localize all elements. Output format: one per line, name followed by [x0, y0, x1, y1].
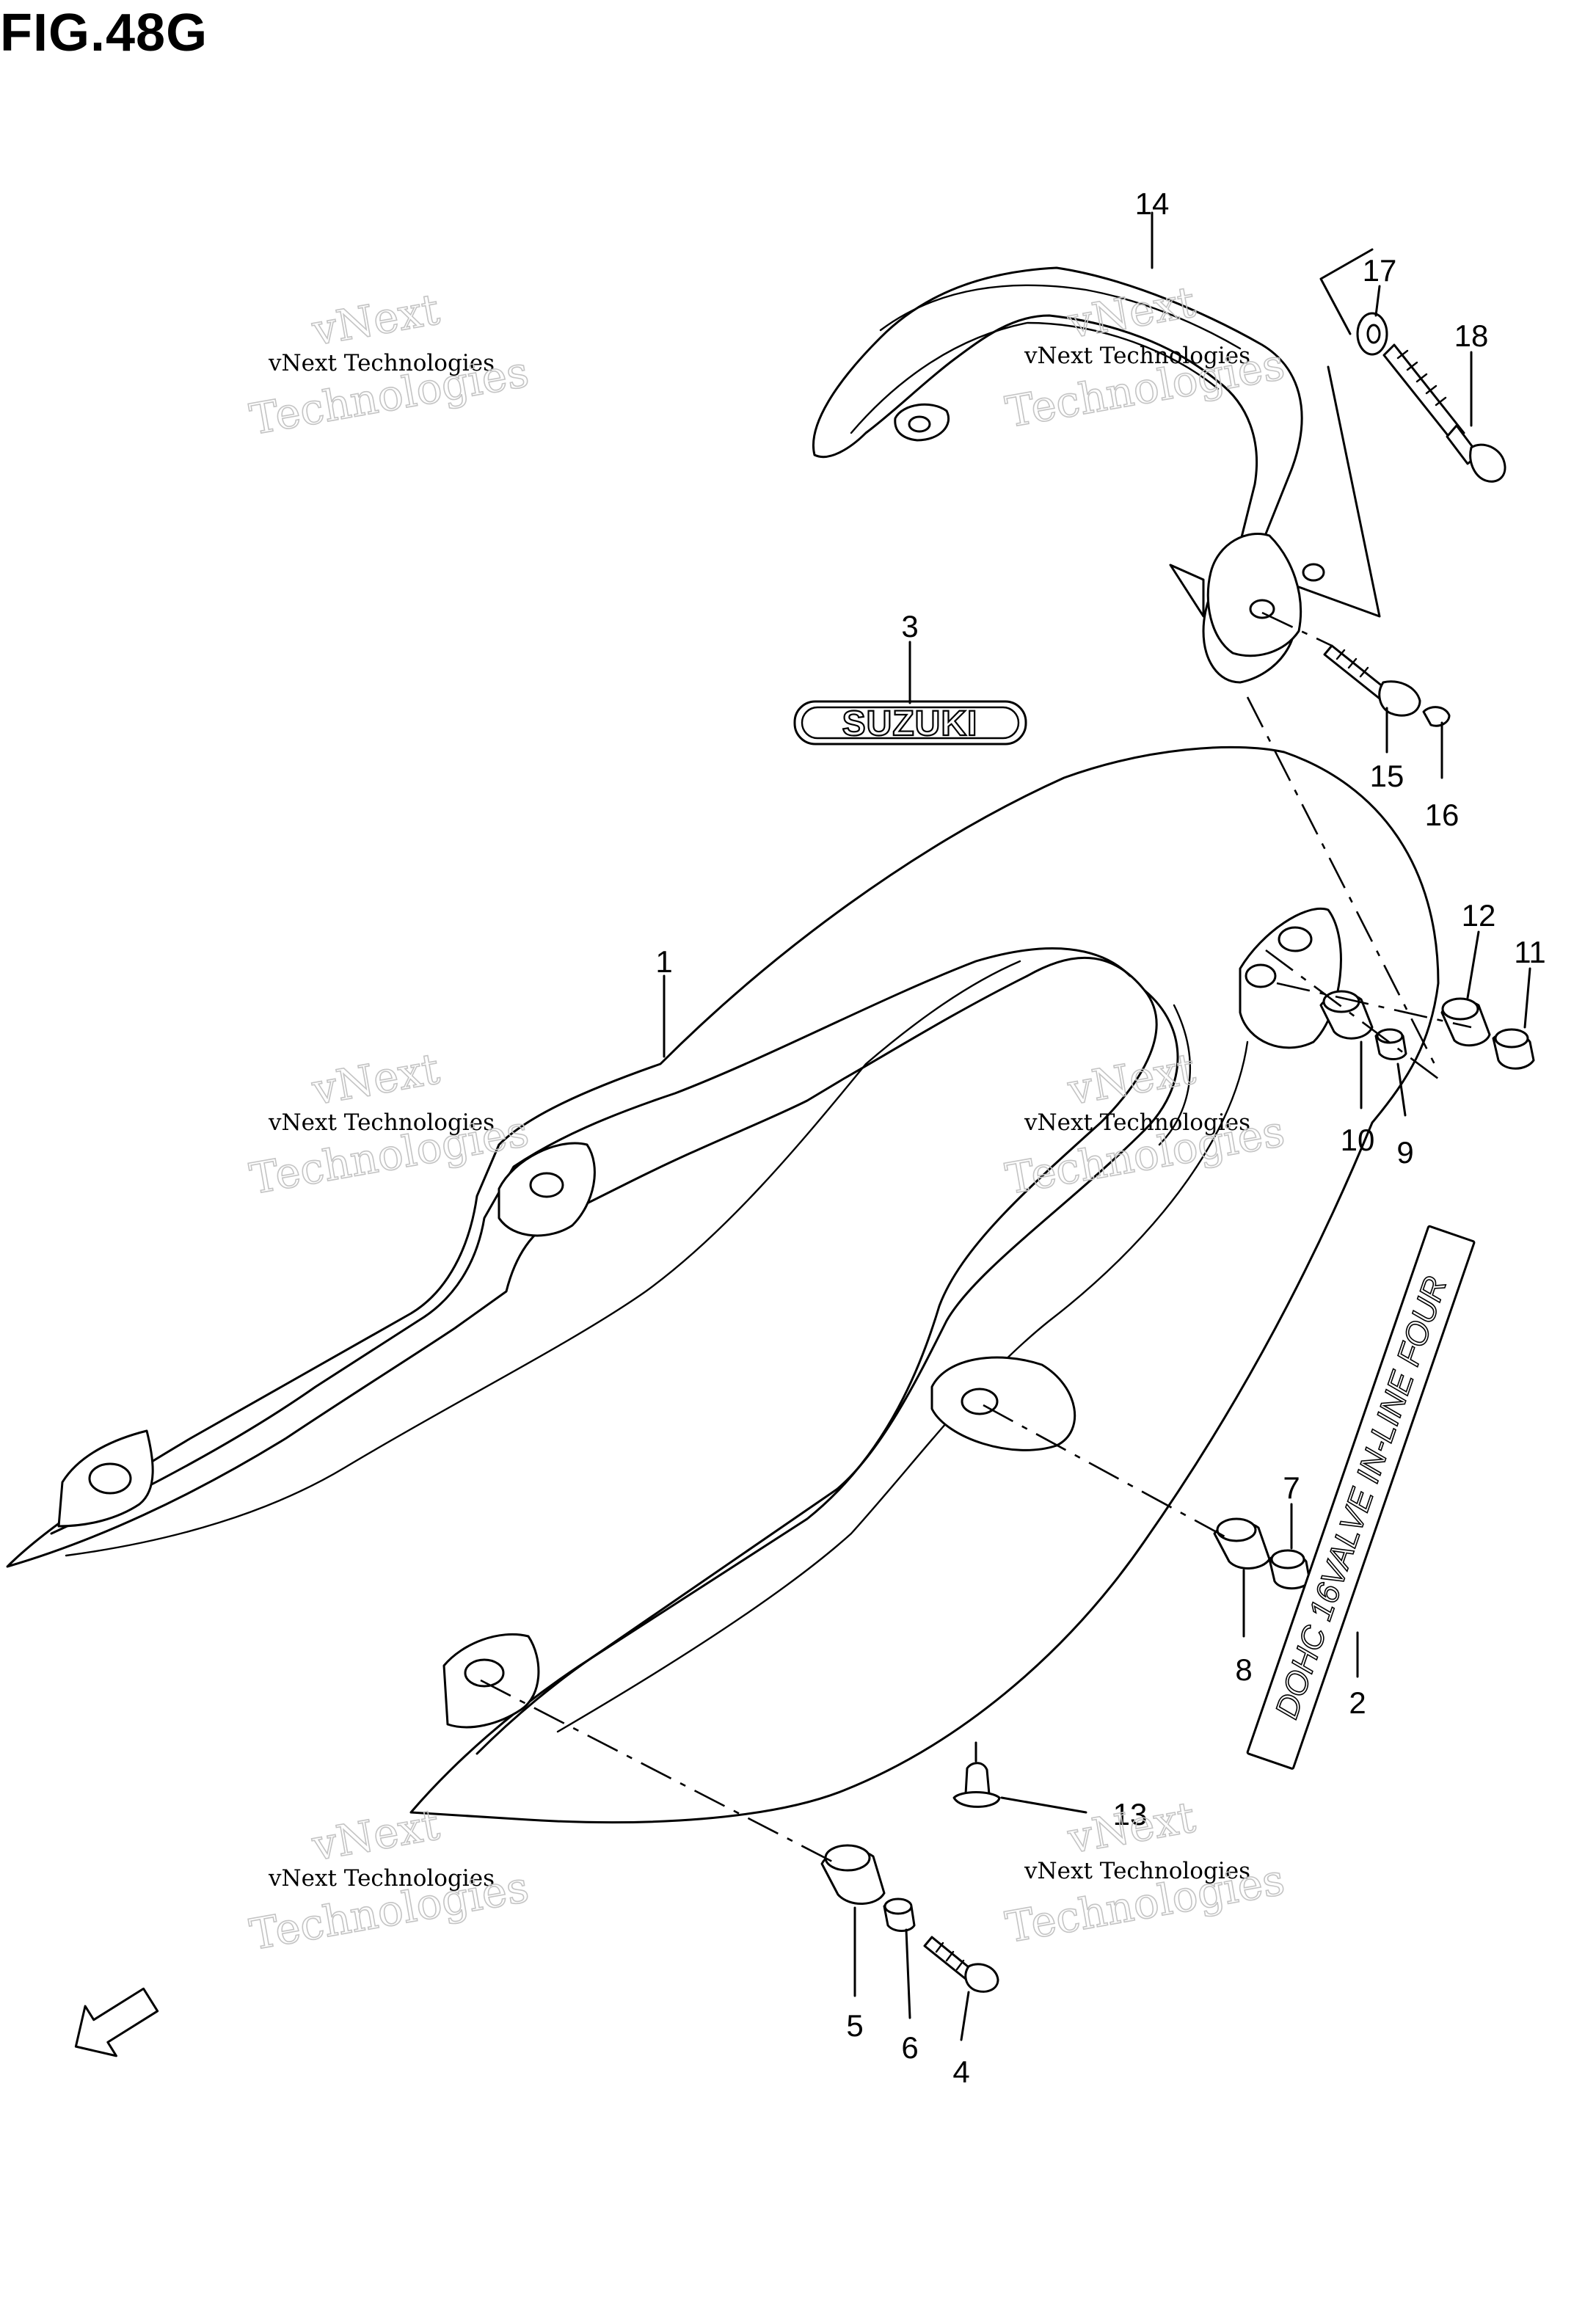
grommet-8 — [1213, 1517, 1271, 1570]
watermark-vnext: vNext — [1064, 1792, 1199, 1863]
watermark-text: vNext Technologies — [268, 1109, 495, 1136]
watermark-vnext: vNext — [308, 1043, 443, 1115]
callout-7: 7 — [1283, 1470, 1300, 1505]
callout-5: 5 — [846, 2008, 863, 2043]
callout-labels: 14 17 18 3 15 16 12 11 1 10 9 7 8 2 13 5… — [655, 186, 1545, 2089]
callout-18: 18 — [1454, 318, 1489, 353]
watermark-4: vNext vNext Technologies Technologies — [1002, 1043, 1289, 1204]
bolt-18 — [1382, 343, 1506, 483]
watermark-6: vNext vNext Technologies Technologies — [1002, 1791, 1289, 1953]
watermark-text: vNext Technologies — [268, 1865, 495, 1892]
callout-1: 1 — [655, 944, 672, 979]
grab-rail — [812, 266, 1381, 684]
callout-12: 12 — [1462, 898, 1496, 933]
callout-17: 17 — [1363, 253, 1397, 288]
rivet-13 — [952, 1762, 1001, 1808]
leader-lines — [663, 211, 1531, 2041]
bolt-15 — [1323, 644, 1421, 717]
callout-14: 14 — [1135, 186, 1170, 221]
collar-9 — [1374, 1028, 1407, 1060]
callout-3: 3 — [901, 609, 918, 644]
callout-8: 8 — [1235, 1652, 1252, 1687]
callout-4: 4 — [952, 2055, 969, 2089]
callout-15: 15 — [1370, 759, 1404, 793]
watermark-text: vNext Technologies — [1024, 343, 1250, 369]
watermark-text: vNext Technologies — [1024, 1858, 1250, 1884]
grommet-5 — [820, 1844, 886, 1905]
callout-16: 16 — [1425, 798, 1460, 832]
callout-9: 9 — [1396, 1135, 1413, 1170]
emblem-text: SUZUKI — [842, 704, 978, 743]
watermark-text: vNext Technologies — [268, 350, 495, 376]
assembly-lines — [480, 248, 1472, 1865]
figure-title: FIG.48G — [0, 4, 208, 62]
cap-16 — [1422, 706, 1451, 727]
watermark-vnext: vNext — [308, 1799, 443, 1870]
watermark-vnext: vNext — [308, 284, 443, 355]
collar-7 — [1268, 1549, 1311, 1590]
grommet-12 — [1440, 997, 1491, 1047]
callout-13: 13 — [1113, 1797, 1148, 1831]
collar-11 — [1492, 1028, 1535, 1070]
fwd-arrow: FWD — [74, 1987, 159, 2057]
washer-17 — [1356, 312, 1388, 356]
callout-10: 10 — [1341, 1123, 1375, 1157]
watermark-5: vNext vNext Technologies Technologies — [246, 1798, 533, 1960]
seat-tail-cover — [6, 745, 1440, 1824]
callout-11: 11 — [1514, 935, 1546, 969]
collar-6 — [883, 1897, 916, 1932]
suzuki-emblem: SUZUKI — [793, 700, 1027, 745]
bolt-4 — [923, 1936, 999, 1993]
watermark-1: vNext vNext Technologies Technologies — [246, 283, 533, 445]
watermark-text: vNext Technologies — [1024, 1109, 1250, 1136]
callout-2: 2 — [1349, 1685, 1366, 1720]
callout-6: 6 — [901, 2030, 918, 2065]
